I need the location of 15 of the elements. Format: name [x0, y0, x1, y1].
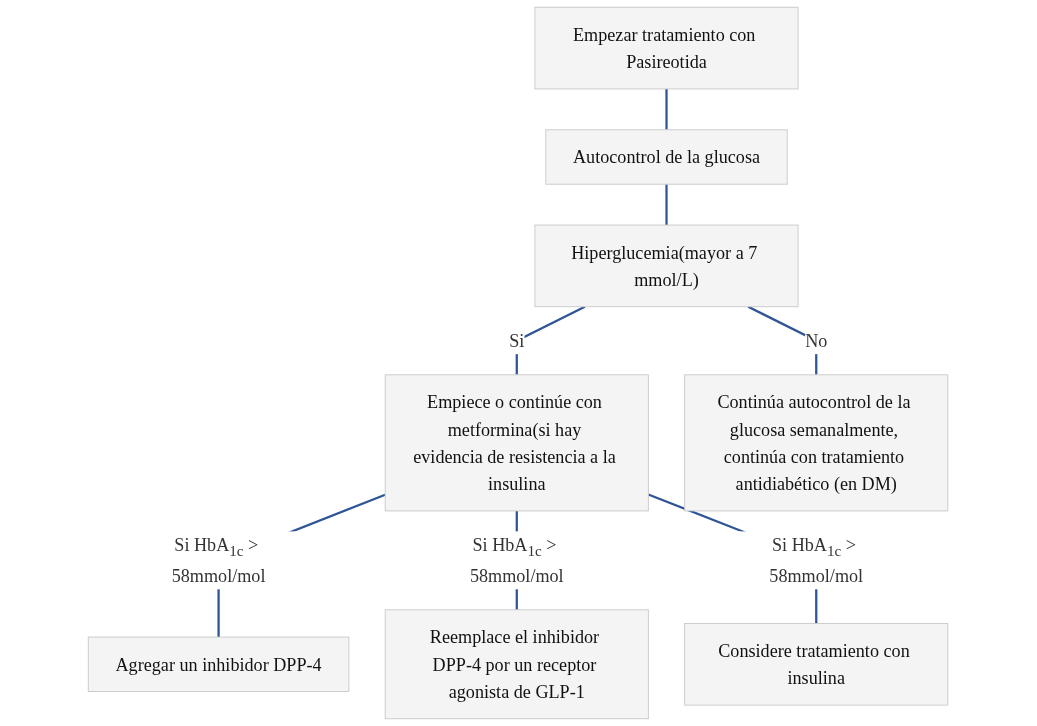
node-box: Continúa autocontrol de la glucosa semanalmente, continúa con tratamiento antidiabético (en DM)	[684, 374, 949, 512]
edge-label: No	[805, 330, 828, 351]
node-box: Hiperglucemia(mayor a 7 mmol/L)	[534, 224, 799, 308]
node-box: Empiece o continúe con metformina(si hay evidencia de resistencia a la insulina	[385, 374, 650, 512]
edge-label: Si HbA$_{1c}$ > 58mmol/mol	[172, 534, 266, 586]
node-box: Agregar un inhibidor DPP-4	[88, 636, 350, 692]
node-box: Reemplace el inhibidor DPP-4 por un receptor agonista de GLP-1	[385, 609, 650, 720]
edge-label: Si	[509, 330, 525, 351]
node-box: Empezar tratamiento con Pasireotida	[534, 6, 799, 90]
edge-label: Si HbA$_{1c}$ > 58mmol/mol	[470, 534, 565, 586]
connector	[665, 88, 669, 130]
connector	[665, 184, 669, 226]
node-box: Considere tratamiento con insulina	[684, 623, 949, 706]
edge-label: Si HbA$_{1c}$ > 58mmol/mol	[769, 534, 864, 586]
node-box: Autocontrol de la glucosa	[545, 129, 789, 185]
